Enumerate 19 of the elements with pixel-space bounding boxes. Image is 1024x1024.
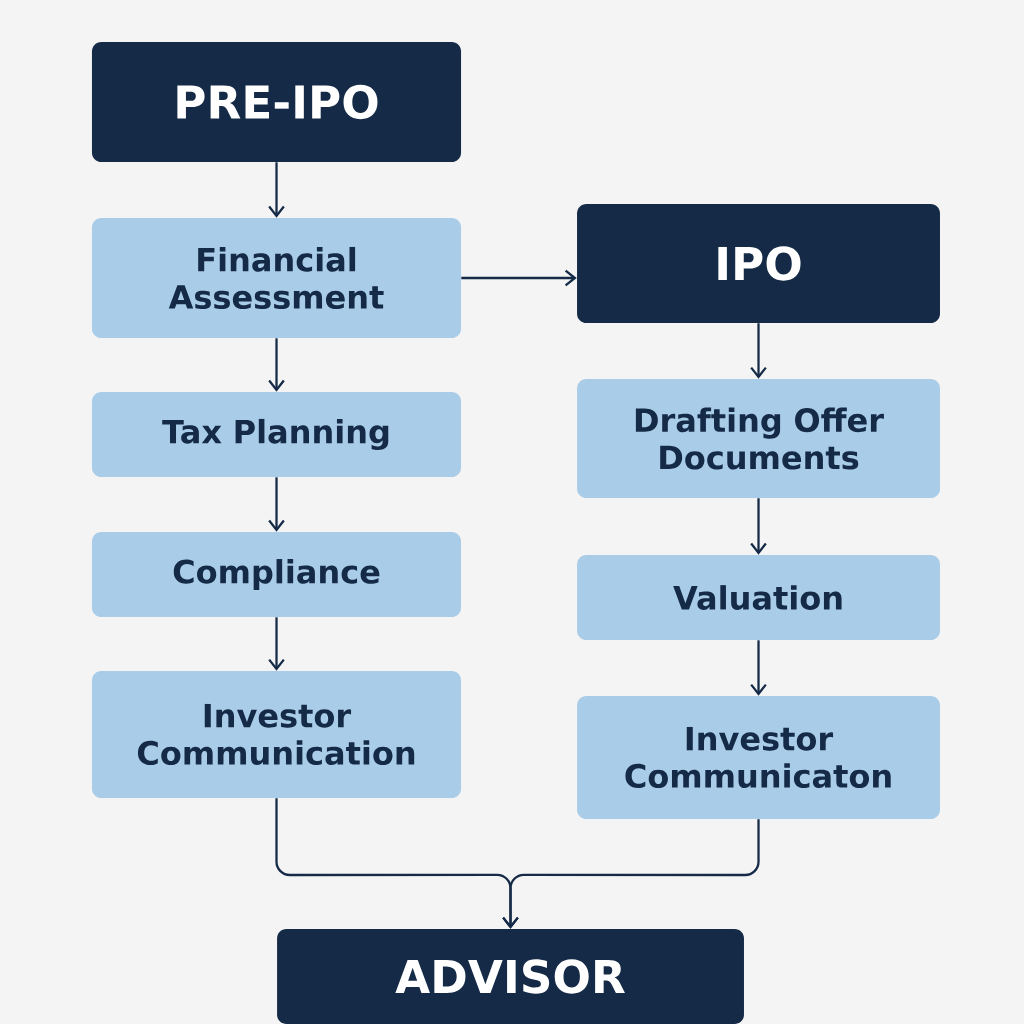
step-box: Drafting Offer Documents [577, 379, 940, 498]
arrow [750, 640, 767, 696]
stage-box: ADVISOR [277, 929, 744, 1024]
arrow [461, 269, 577, 287]
arrow [502, 819, 760, 929]
arrow [750, 323, 767, 379]
arrow [268, 477, 285, 532]
step-box: Investor Communicaton [577, 696, 940, 819]
stage-box: PRE-IPO [91, 42, 462, 162]
step-box: Financial Assessment [91, 218, 462, 338]
step-box: Compliance [91, 531, 462, 618]
arrow [750, 498, 767, 555]
step-box: Tax Planning [91, 391, 462, 478]
stage-box: IPO [577, 204, 940, 323]
arrow [268, 617, 285, 671]
arrow [268, 162, 285, 218]
step-box: Valuation [577, 554, 940, 641]
arrow [268, 338, 285, 392]
step-box: Investor Communication [91, 671, 462, 798]
